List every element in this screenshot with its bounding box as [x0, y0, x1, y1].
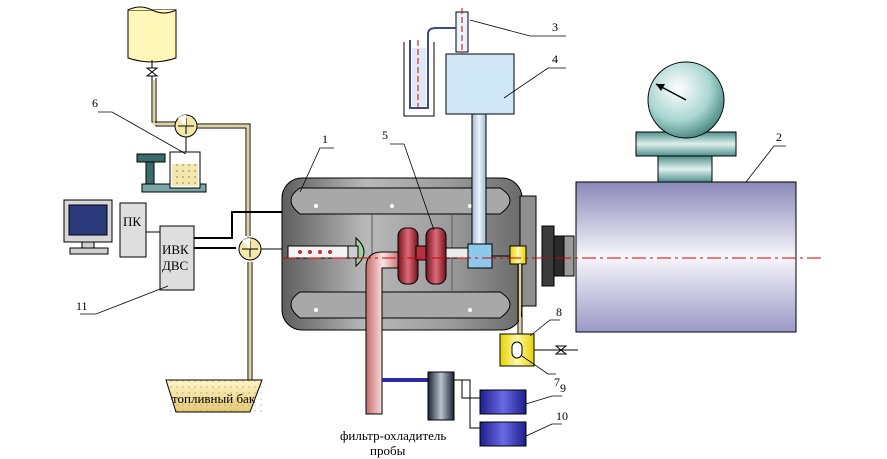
ivk-label-line2: ДВС [162, 258, 188, 273]
intake-pipe [287, 236, 365, 268]
flask-valve-icon [145, 67, 159, 77]
callout-leaders [80, 19, 786, 437]
callout-2: 2 [776, 130, 782, 144]
fuel-lines [151, 78, 253, 380]
speed-sensor [509, 245, 527, 334]
callout-10: 10 [556, 409, 568, 423]
pc-label: ПК [123, 214, 141, 229]
sample-line [382, 378, 482, 429]
fuel-flask [127, 6, 177, 63]
gas-analyzer-9 [479, 389, 527, 415]
pc-unit [119, 202, 147, 258]
turbocharger [397, 227, 447, 285]
dynamometer-brake [575, 61, 797, 333]
callout-1: 1 [322, 132, 328, 146]
callout-9: 9 [560, 381, 566, 395]
callout-6: 6 [92, 96, 98, 110]
ivk-unit [159, 225, 195, 291]
gas-analyzer-10 [479, 421, 527, 447]
fuel-tank-label: топливный бак [172, 391, 256, 406]
fuel-scale [136, 151, 207, 193]
exhaust-pipe [365, 251, 401, 415]
fuel-injection-meter [238, 237, 262, 261]
pc-monitor [63, 199, 113, 255]
ivk-label-line1: ИВК [162, 242, 189, 257]
callout-7: 7 [554, 375, 560, 389]
coupling [541, 225, 575, 287]
callout-8: 8 [556, 305, 562, 319]
manometer [403, 8, 469, 117]
callout-3: 3 [552, 20, 558, 34]
smoke-meter [499, 333, 578, 367]
callout-11: 11 [76, 299, 88, 313]
callout-4: 4 [552, 52, 558, 66]
air-flow-tube [445, 53, 515, 269]
fuel-tank [165, 379, 263, 413]
filter-cooler [427, 371, 455, 421]
callout-5: 5 [382, 128, 388, 142]
fuel-meter-valve [174, 114, 198, 138]
filter-label-line1: фильтр-охладитель [340, 428, 446, 443]
filter-label-line2: пробы [370, 443, 406, 458]
